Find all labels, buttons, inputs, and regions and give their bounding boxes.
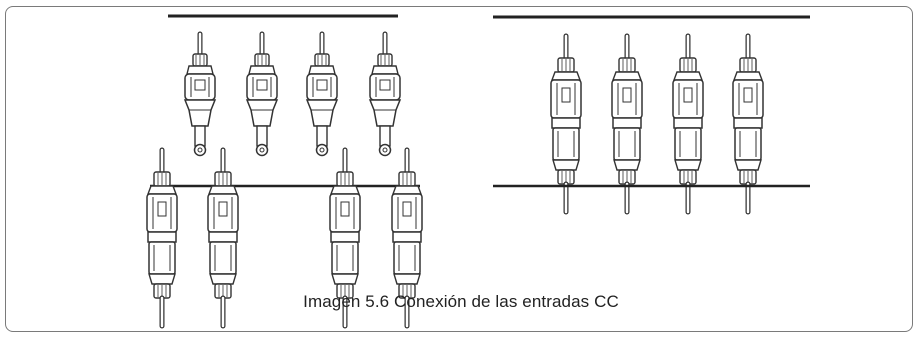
figure-caption: Imagen 5.6 Conexión de las entradas CC (303, 292, 619, 311)
connector-upper-3 (307, 34, 337, 156)
connector-upper-1 (185, 34, 215, 156)
connector-upper-4 (370, 34, 400, 156)
left-upper-connectors (185, 34, 400, 156)
connector-upper-2 (247, 34, 277, 156)
